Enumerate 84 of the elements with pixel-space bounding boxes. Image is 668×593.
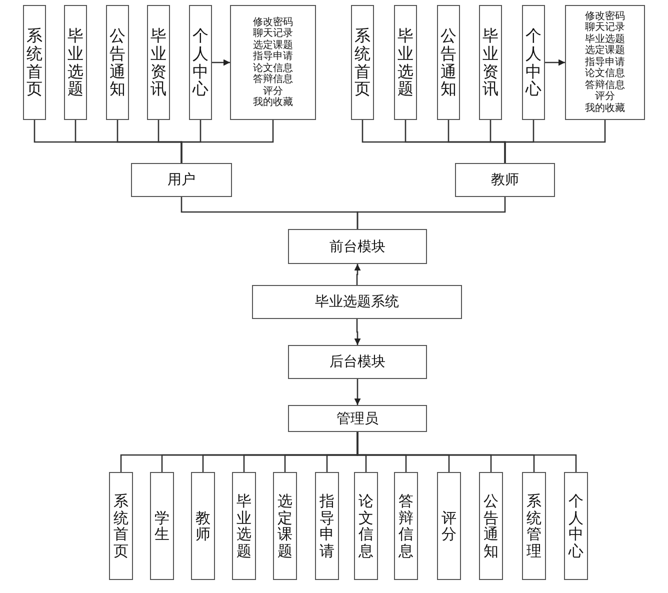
submenu-item: 修改密码 — [253, 16, 293, 28]
module-box — [522, 5, 545, 120]
module-box — [252, 285, 462, 319]
module-box — [437, 472, 461, 580]
module-label: 学生 — [154, 510, 170, 542]
arrow — [354, 264, 361, 285]
submenu-item: 指导申请 — [585, 56, 625, 68]
module-label: 答辩信息 — [398, 493, 414, 559]
module-label: 评分 — [442, 510, 456, 542]
module-label: 毕业资讯 — [150, 27, 166, 98]
module-label: 个人中心 — [192, 27, 208, 98]
module-box — [147, 5, 170, 120]
module-box — [232, 472, 256, 580]
module-box — [191, 472, 215, 580]
module-box — [479, 472, 503, 580]
module-label: 教师 — [196, 510, 210, 542]
module-box — [479, 5, 502, 120]
submenu-item: 答辩信息 — [253, 74, 293, 86]
module-label: 毕业选题 — [68, 27, 84, 98]
submenu-item: 毕业选题 — [585, 34, 625, 45]
submenu-item: 聊天记录 — [253, 28, 293, 40]
module-label: 系统管理 — [526, 493, 542, 559]
module-label: 毕业选题 — [236, 493, 252, 559]
module-box — [564, 472, 588, 580]
module-box — [23, 5, 46, 120]
module-box — [288, 229, 427, 264]
arrow — [354, 379, 361, 405]
submenu-item: 论文信息 — [253, 62, 293, 74]
module-box — [189, 5, 212, 120]
submenu-item: 聊天记录 — [585, 22, 625, 34]
module-label: 毕业资讯 — [482, 27, 498, 98]
module-box — [273, 472, 297, 580]
module-label: 指导申请 — [320, 493, 334, 559]
arrow — [545, 59, 565, 66]
module-box — [394, 5, 417, 120]
submenu-box — [565, 5, 645, 120]
module-box — [106, 5, 129, 120]
module-label: 系统首页 — [114, 493, 128, 559]
arrow — [354, 319, 361, 345]
module-box — [315, 472, 339, 580]
submenu-item: 论文信息 — [585, 68, 625, 80]
module-label: 教师 — [491, 171, 519, 189]
module-label: 公告通知 — [484, 493, 498, 559]
module-label: 管理员 — [336, 410, 378, 428]
module-box — [109, 472, 133, 580]
module-box — [354, 472, 378, 580]
module-label: 系统首页 — [26, 27, 42, 98]
submenu-box — [230, 5, 316, 120]
connector-line — [180, 120, 274, 163]
module-label: 毕业选题系统 — [315, 293, 399, 311]
module-box — [351, 5, 374, 120]
module-label: 毕业选题 — [398, 27, 414, 98]
module-box — [437, 5, 460, 120]
module-box — [150, 472, 174, 580]
module-box — [288, 405, 427, 432]
arrow — [212, 59, 230, 66]
submenu-item: 修改密码 — [585, 10, 625, 22]
submenu-item: 答辩信息 — [585, 80, 625, 91]
module-label: 论文信息 — [358, 493, 374, 559]
module-label: 后台模块 — [330, 353, 386, 371]
submenu-item: 选定课题 — [253, 40, 293, 50]
submenu-item: 评分 — [595, 91, 615, 103]
submenu-item: 指导申请 — [253, 51, 293, 62]
module-label: 公告通知 — [110, 27, 126, 98]
module-box — [288, 345, 427, 379]
module-box — [522, 472, 546, 580]
module-label: 个人中心 — [568, 493, 584, 559]
module-label: 前台模块 — [330, 238, 386, 256]
submenu-item: 我的收藏 — [585, 102, 625, 114]
module-label: 用户 — [168, 171, 196, 189]
module-label: 个人中心 — [526, 27, 542, 98]
submenu-item: 评分 — [263, 86, 283, 97]
submenu-item: 我的收藏 — [253, 97, 293, 108]
module-box — [455, 163, 555, 197]
module-label: 系统首页 — [354, 27, 370, 98]
module-box — [394, 472, 418, 580]
module-label: 公告通知 — [440, 27, 456, 98]
module-box — [64, 5, 87, 120]
module-label: 选定课题 — [278, 493, 292, 559]
submenu-item: 选定课题 — [585, 45, 625, 56]
connector-line — [356, 432, 577, 472]
connector-line — [356, 197, 506, 229]
connector-line — [504, 120, 606, 163]
module-box — [131, 163, 232, 197]
